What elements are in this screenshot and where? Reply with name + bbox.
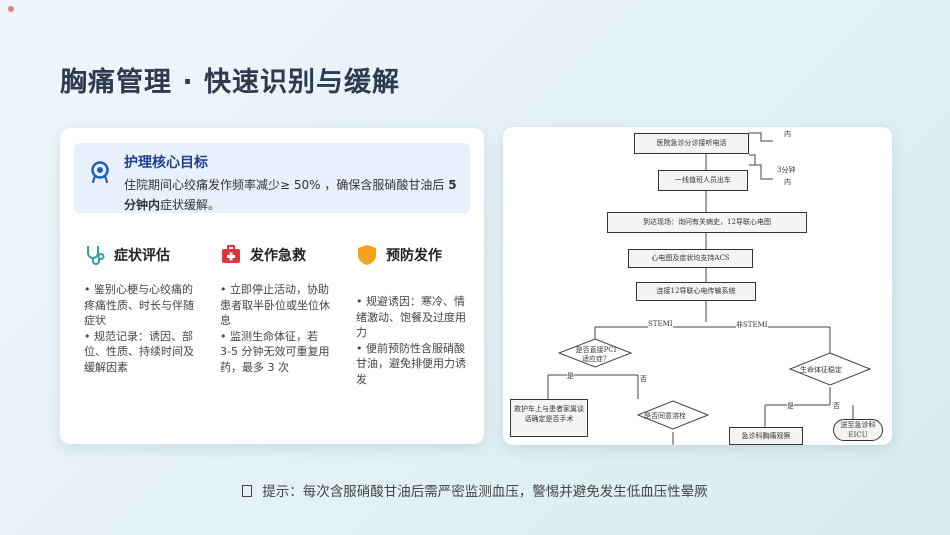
list-item: • 立即停止活动，协助患者取半卧位或坐位休息 xyxy=(220,283,330,327)
column-header: 症状评估 xyxy=(84,240,194,270)
no-label: 否 xyxy=(833,401,840,411)
side-note: 内 xyxy=(784,130,791,138)
goal-box: 护理核心目标 住院期间心绞痛发作频率减少≥ 50% ，确保含服硝酸甘油后 5 分… xyxy=(74,143,470,213)
column-header: 发作急救 xyxy=(220,240,330,270)
column-heading: 发作急救 xyxy=(250,248,306,264)
column-symptom-assessment: 症状评估 • 鉴别心梗与心绞痛的疼痛性质、时长与伴随症状 • 规范记录：诱因、部… xyxy=(84,240,194,375)
ward-observation-box: 急诊科胸痛观察 xyxy=(729,427,803,445)
tip-text: 提示：每次含服硝酸甘油后需严密监测血压，警惕并避免发生低血压性晕厥 xyxy=(262,484,708,500)
column-list: • 规避诱因：寒冷、情绪激动、饱餐及过度用力 • 便前预防性含服硝酸甘油，避免排… xyxy=(356,294,466,387)
list-item: • 便前预防性含服硝酸甘油，避免排便用力诱发 xyxy=(356,341,466,386)
goal-text-a: 住院期间心绞痛发作频率减少≥ 50% ，确保含服硝酸甘油后 xyxy=(124,178,445,192)
yes-label: 是 xyxy=(567,371,574,381)
corner-dot xyxy=(8,6,14,12)
side-note: 内 xyxy=(784,178,791,186)
branch-non-stemi: 非STEMI xyxy=(736,320,768,330)
column-prevention: 预防发作 • 规避诱因：寒冷、情绪激动、饱餐及过度用力 • 便前预防性含服硝酸甘… xyxy=(356,240,466,387)
flow-step-2: 一线值班人员出车 xyxy=(658,170,748,191)
goal-text: 住院期间心绞痛发作频率减少≥ 50% ，确保含服硝酸甘油后 5 分钟内症状缓解。 xyxy=(124,175,464,215)
list-item: • 规避诱因：寒冷、情绪激动、饱餐及过度用力 xyxy=(356,295,466,339)
flowchart-lines xyxy=(547,132,872,445)
flow-step-4: 心电图及症状均支持ACS xyxy=(628,249,753,268)
notice-icon xyxy=(242,485,253,497)
ambulance-talk-box: 救护车上与患者家属谈话确定是否手术 xyxy=(510,399,588,437)
column-list: • 立即停止活动，协助患者取半卧位或坐位休息 • 监测生命体征，若 3-5 分钟… xyxy=(220,282,330,375)
goal-emphasis: 5 分钟内 xyxy=(124,178,457,212)
column-header: 预防发作 xyxy=(356,240,466,270)
decision-pci: 是否直接PCI适应症？ xyxy=(575,346,617,363)
flow-step-5: 连接12导联心电传输系统 xyxy=(636,282,756,301)
target-pin-icon xyxy=(91,161,109,183)
column-heading: 预防发作 xyxy=(386,248,442,264)
page-title: 胸痛管理 · 快速识别与缓解 xyxy=(60,67,401,98)
side-note: 3分钟 xyxy=(777,166,796,174)
column-heading: 症状评估 xyxy=(114,248,170,264)
stethoscope-icon xyxy=(87,246,105,265)
decision-consent: 是否同意溶栓 xyxy=(644,412,686,420)
first-aid-kit-icon xyxy=(222,245,240,263)
yes-label: 是 xyxy=(787,401,794,411)
eicu-box: 送至急诊科EICU xyxy=(833,419,883,441)
list-item: • 鉴别心梗与心绞痛的疼痛性质、时长与伴随症状 xyxy=(84,283,194,327)
nursing-card: 护理核心目标 住院期间心绞痛发作频率减少≥ 50% ，确保含服硝酸甘油后 5 分… xyxy=(60,128,484,444)
shield-icon xyxy=(358,245,376,265)
flow-step-1: 医院急诊分诊接听电话 xyxy=(634,133,749,154)
goal-text-b: 症状缓解。 xyxy=(160,198,221,212)
no-label: 否 xyxy=(640,374,647,384)
branch-stemi: STEMI xyxy=(648,320,673,328)
list-item: • 监测生命体征，若 3-5 分钟无效可重复用药，最多 3 次 xyxy=(220,329,330,374)
list-item: • 规范记录：诱因、部位、性质、持续时间及缓解因素 xyxy=(84,329,194,374)
flowchart-image: 医院急诊分诊接听电话 一线值班人员出车 到达现场：询问有关病史，12导联心电图 … xyxy=(503,127,892,445)
column-emergency-aid: 发作急救 • 立即停止活动，协助患者取半卧位或坐位休息 • 监测生命体征，若 3… xyxy=(220,240,330,375)
tip-bar: 提示：每次含服硝酸甘油后需严密监测血压，警惕并避免发生低血压性晕厥 xyxy=(0,480,950,500)
decision-vitals: 生命体征稳定 xyxy=(800,366,842,374)
goal-title: 护理核心目标 xyxy=(124,155,208,171)
column-list: • 鉴别心梗与心绞痛的疼痛性质、时长与伴随症状 • 规范记录：诱因、部位、性质、… xyxy=(84,282,194,375)
flow-step-3: 到达现场：询问有关病史，12导联心电图 xyxy=(607,212,807,233)
